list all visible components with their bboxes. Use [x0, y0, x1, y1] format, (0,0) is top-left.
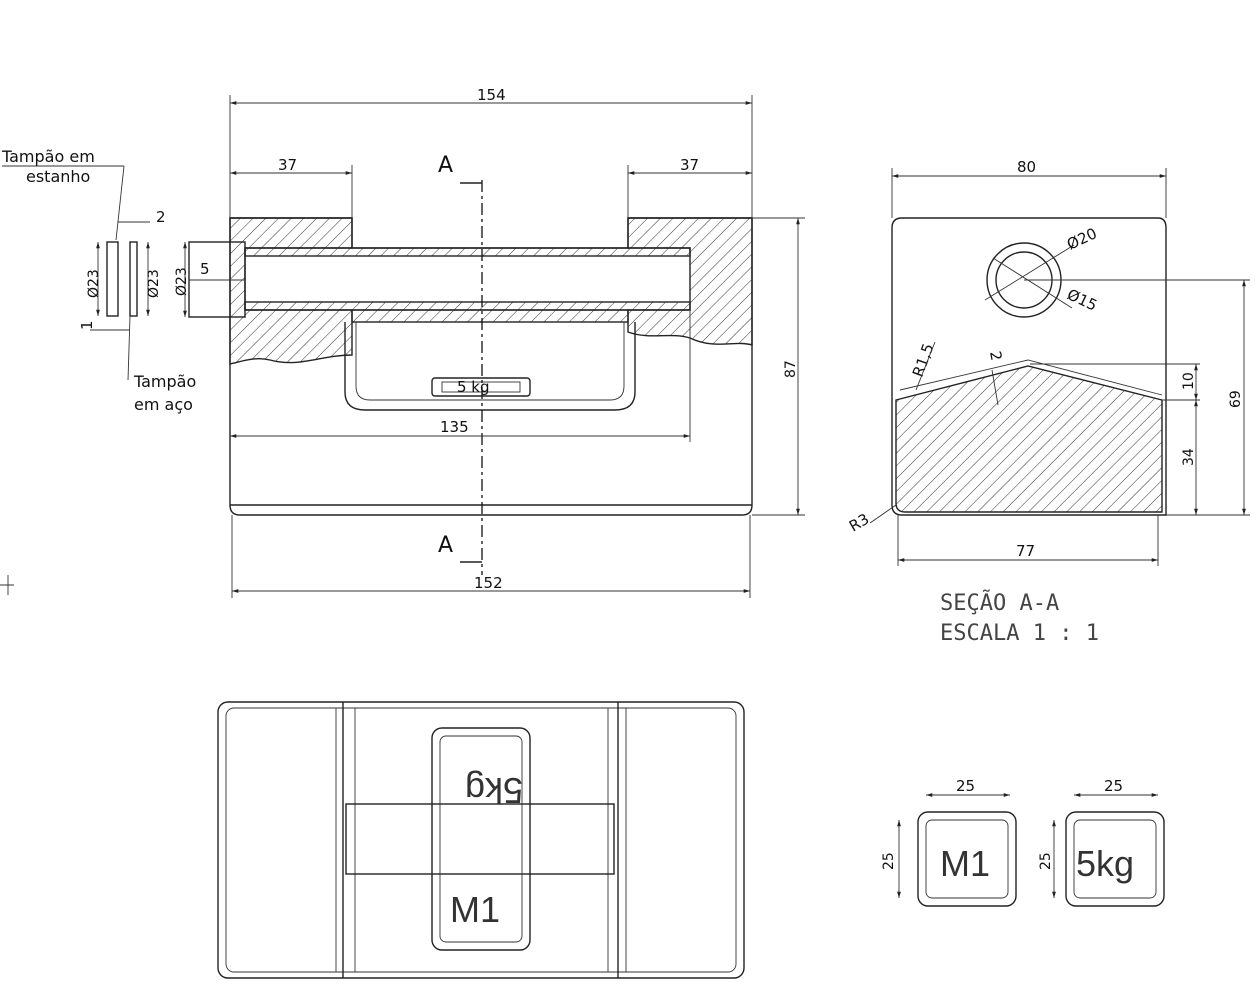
dim-plug-diameter: Ø23 — [174, 267, 190, 296]
stamp-m1-text: M1 — [940, 843, 990, 884]
dim-ø15-leader — [992, 257, 1073, 309]
steel-plug-leader — [127, 315, 131, 381]
tin-plug-label-2: estanho — [26, 167, 90, 186]
section-mark-bottom: A — [438, 533, 453, 558]
dim-r15-leader — [915, 341, 936, 391]
dim-37-left: 37 — [278, 156, 297, 174]
front-tube-base — [351, 309, 629, 323]
steel-plug — [129, 241, 138, 317]
dim-ø20: Ø20 — [1064, 224, 1100, 253]
edge-mark — [0, 575, 14, 595]
dim-154: 154 — [477, 86, 506, 104]
dim-stamp2-height: 25 — [1038, 852, 1054, 870]
top-stamp-m1: M1 — [450, 889, 500, 930]
section-outline — [891, 217, 1167, 516]
section-mark-top: A — [438, 153, 453, 178]
dim-135: 135 — [440, 418, 469, 436]
top-view: 5kg M1 — [217, 701, 745, 979]
top-stamp-panel-inner — [439, 735, 523, 943]
steel-plug-label-2: em aço — [134, 395, 193, 414]
dim-80: 80 — [1017, 158, 1036, 176]
dim-10: 10 — [1181, 372, 1197, 390]
top-outline-inner — [225, 707, 737, 973]
stamp-5kg-text: 5kg — [1076, 843, 1134, 884]
front-plug — [188, 241, 246, 318]
front-view: A A 154 37 37 135 152 87 Ø23 5 — [174, 86, 805, 598]
front-left-hatch — [229, 217, 353, 365]
dim-152: 152 — [474, 574, 503, 592]
front-tube-lower-wall — [244, 301, 691, 311]
plug-detail: Tampão em estanho Ø23 Ø23 2 1 Tampão em … — [0, 147, 196, 595]
top-stamp-panel — [431, 727, 531, 951]
tin-plug-label-1: Tampão em — [1, 147, 95, 166]
front-body-outline — [229, 217, 753, 516]
section-scale: ESCALA 1 : 1 — [940, 621, 1099, 646]
dim-5: 5 — [200, 260, 210, 278]
dim-stamp1-height: 25 — [881, 852, 897, 870]
front-right-hatch — [627, 217, 753, 346]
section-view: Ø20 Ø15 80 77 R1,5 R3 2 10 34 69 SEÇÃO A… — [846, 158, 1250, 646]
dim-1: 1 — [78, 320, 96, 330]
front-cavity-stamp-inner — [441, 381, 521, 393]
stamp-details: M1 25 25 5kg 25 25 — [881, 777, 1165, 907]
dim-r3: R3 — [846, 510, 872, 536]
dim-69: 69 — [1228, 390, 1244, 408]
dim-2: 2 — [156, 208, 166, 226]
stamp-m1-inner — [925, 819, 1009, 899]
section-title: SEÇÃO A-A — [940, 589, 1059, 616]
dim-r3-leader — [869, 504, 897, 524]
front-tube-upper-wall — [244, 247, 691, 257]
stamp-m1-outline — [917, 811, 1017, 907]
top-outline — [217, 701, 745, 979]
dim-plug-a: Ø23 — [86, 269, 102, 298]
dim-ø20-leader — [984, 244, 1075, 301]
front-cavity-inner — [355, 322, 625, 401]
section-hatch — [895, 365, 1163, 513]
top-stamp-5kg: 5kg — [465, 770, 523, 811]
steel-plug-label-1: Tampão — [133, 372, 196, 391]
section-groove-line — [899, 359, 1163, 396]
dim-77: 77 — [1016, 542, 1035, 560]
front-cavity — [344, 322, 636, 411]
stamp-5kg-outline — [1065, 811, 1165, 907]
dim-stamp1-width: 25 — [956, 777, 975, 795]
dim-87: 87 — [783, 360, 799, 378]
dim-34: 34 — [1181, 448, 1197, 466]
top-handle — [345, 803, 615, 875]
dim-37-right: 37 — [680, 156, 699, 174]
dim-stamp2-width: 25 — [1104, 777, 1123, 795]
dim-depth-2: 2 — [986, 350, 1005, 363]
front-cavity-stamp — [431, 377, 531, 397]
stamp-5kg-inner — [1073, 819, 1157, 899]
dim-plug-b: Ø23 — [146, 269, 162, 298]
front-cavity-text: 5 kg — [457, 378, 490, 396]
tin-plug-leader — [115, 165, 125, 241]
dim-ø15: Ø15 — [1064, 285, 1100, 314]
tin-plug — [106, 241, 119, 317]
dim-depth-2-line — [991, 369, 999, 406]
